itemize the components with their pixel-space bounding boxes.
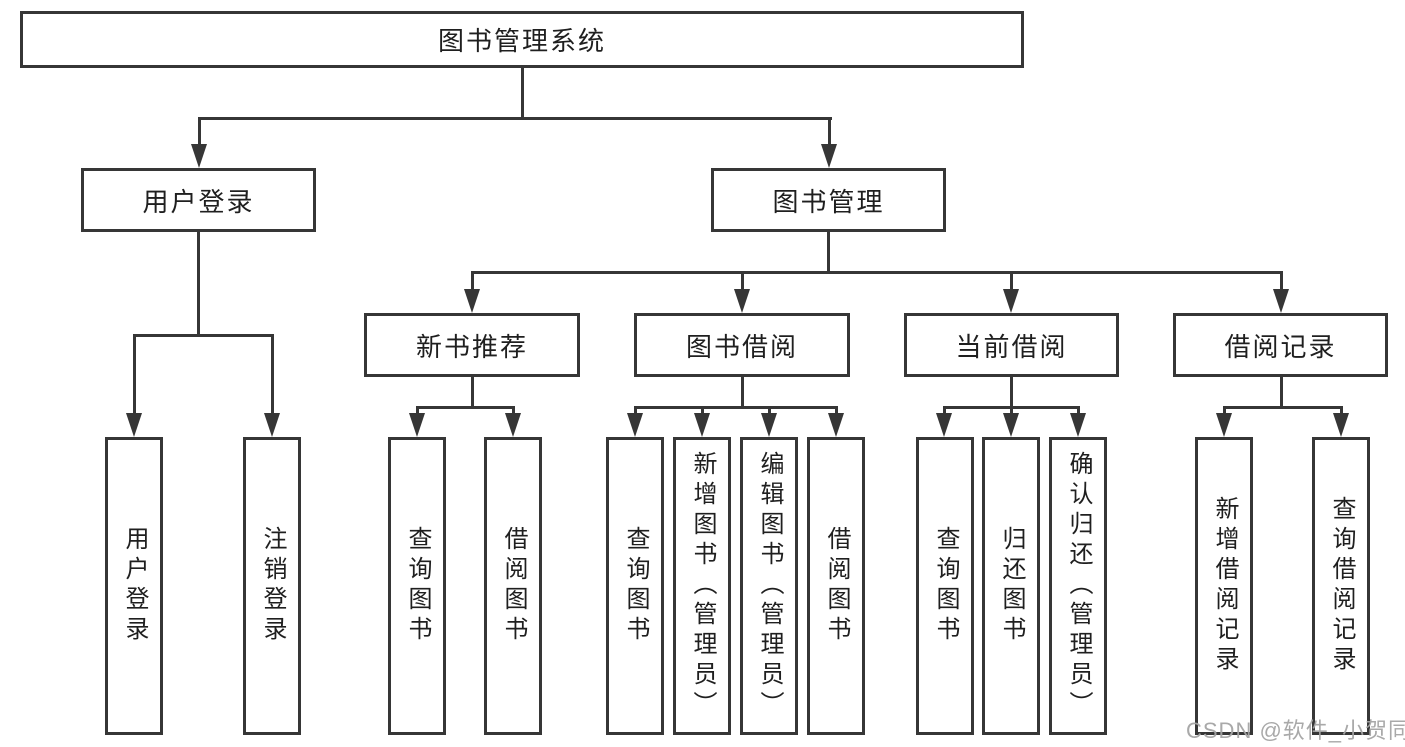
connector-line: [834, 406, 838, 418]
connector-line: [942, 406, 946, 418]
arrow-down-icon: [936, 413, 952, 437]
leaf-borrow-books-recommend: 借阅图书: [484, 437, 542, 735]
connector-line: [520, 67, 524, 119]
connector-line: [1222, 406, 1226, 418]
node-label: 图书管理: [772, 186, 885, 217]
connector-line: [415, 406, 515, 409]
connector-line: [827, 232, 830, 273]
arrow-down-icon: [1003, 413, 1019, 437]
leaf-return-book: 归还图书: [982, 437, 1040, 735]
leaf-query-books-borrow: 查询图书: [606, 437, 664, 735]
leaf-label: 新增图书（管理员）: [689, 451, 716, 721]
connector-line: [1076, 406, 1080, 418]
leaf-add-borrow-record: 新增借阅记录: [1195, 437, 1253, 735]
connector-line: [197, 117, 832, 120]
connector-line: [132, 334, 274, 337]
node-label: 当前借阅: [955, 331, 1068, 362]
node-book-borrowing: 图书借阅: [634, 313, 850, 377]
connector-line: [197, 232, 200, 336]
node-label: 借阅记录: [1224, 331, 1337, 362]
arrow-down-icon: [1003, 289, 1019, 313]
connector-line: [740, 271, 744, 291]
connector-line: [1339, 406, 1343, 418]
leaf-borrow-books-borrow: 借阅图书: [807, 437, 865, 735]
node-current-borrowing: 当前借阅: [904, 313, 1119, 377]
leaf-label: 借阅图书: [823, 526, 850, 646]
node-label: 图书借阅: [685, 331, 798, 362]
arrow-down-icon: [126, 413, 142, 437]
connector-line: [700, 406, 704, 418]
arrow-down-icon: [191, 144, 207, 168]
connector-line: [470, 271, 474, 291]
leaf-query-books-current: 查询图书: [916, 437, 974, 735]
connector-line: [767, 406, 771, 418]
connector-line: [415, 406, 419, 418]
connector-line: [132, 334, 136, 416]
leaf-add-book-admin: 新增图书（管理员）: [673, 437, 731, 735]
connector-line: [827, 117, 831, 147]
connector-line: [633, 406, 838, 409]
arrow-down-icon: [409, 413, 425, 437]
connector-line: [470, 271, 1283, 274]
leaf-confirm-return-admin: 确认归还（管理员）: [1049, 437, 1107, 735]
node-user-login: 用户登录: [81, 168, 316, 232]
leaf-label: 归还图书: [998, 526, 1025, 646]
node-book-management: 图书管理: [711, 168, 946, 232]
arrow-down-icon: [694, 413, 710, 437]
connector-line: [270, 334, 274, 416]
leaf-query-borrow-record: 查询借阅记录: [1312, 437, 1370, 735]
leaf-user-login: 用户登录: [105, 437, 163, 735]
leaf-label: 用户登录: [121, 526, 148, 646]
connector-line: [1009, 375, 1013, 408]
csdn-watermark: CSDN @软件_小贺同学: [1186, 718, 1405, 743]
connector-line: [1279, 271, 1283, 291]
leaf-label: 新增借阅记录: [1211, 496, 1238, 676]
connector-line: [1279, 375, 1283, 408]
arrow-down-icon: [1333, 413, 1349, 437]
leaf-label: 借阅图书: [500, 526, 527, 646]
leaf-edit-book-admin: 编辑图书（管理员）: [740, 437, 798, 735]
connector-line: [740, 375, 744, 408]
leaf-query-books-recommend: 查询图书: [388, 437, 446, 735]
connector-line: [470, 375, 474, 408]
node-library-system: 图书管理系统: [20, 11, 1024, 68]
leaf-label: 编辑图书（管理员）: [756, 451, 783, 721]
connector-line: [1009, 406, 1013, 418]
arrow-down-icon: [1273, 289, 1289, 313]
connector-line: [511, 406, 515, 418]
arrow-down-icon: [627, 413, 643, 437]
arrow-down-icon: [464, 289, 480, 313]
node-new-book-recommend: 新书推荐: [364, 313, 580, 377]
node-borrow-records: 借阅记录: [1173, 313, 1388, 377]
leaf-label: 查询图书: [404, 526, 431, 646]
leaf-label: 查询借阅记录: [1328, 496, 1355, 676]
leaf-label: 注销登录: [259, 526, 286, 646]
node-label: 新书推荐: [415, 331, 528, 362]
connector-line: [197, 117, 201, 147]
leaf-label: 确认归还（管理员）: [1065, 451, 1092, 721]
arrow-down-icon: [1070, 413, 1086, 437]
node-label: 图书管理系统: [437, 26, 606, 56]
arrow-down-icon: [734, 289, 750, 313]
connector-line: [633, 406, 637, 418]
arrow-down-icon: [505, 413, 521, 437]
leaf-label: 查询图书: [932, 526, 959, 646]
arrow-down-icon: [828, 413, 844, 437]
leaf-label: 查询图书: [622, 526, 649, 646]
connector-line: [1222, 406, 1343, 409]
arrow-down-icon: [761, 413, 777, 437]
node-label: 用户登录: [142, 186, 255, 217]
arrow-down-icon: [264, 413, 280, 437]
connector-line: [1009, 271, 1013, 291]
arrow-down-icon: [1216, 413, 1232, 437]
arrow-down-icon: [821, 144, 837, 168]
leaf-logout: 注销登录: [243, 437, 301, 735]
